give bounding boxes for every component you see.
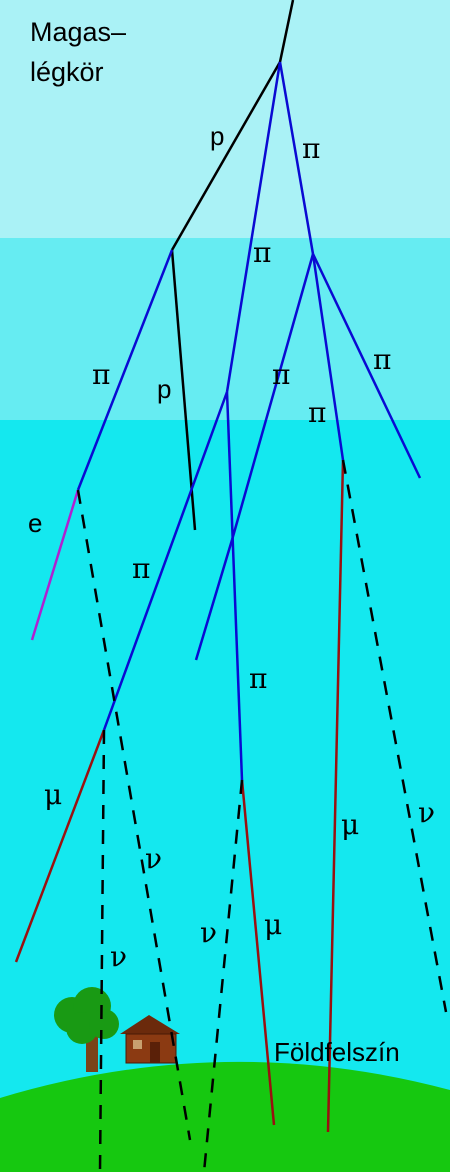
pion-track-8 <box>102 391 229 731</box>
proton-label-1: p <box>210 121 224 151</box>
pion-label-6: π <box>308 396 326 429</box>
lower-atmosphere-band <box>0 420 450 1172</box>
muon-label-1: μ <box>44 778 62 811</box>
house-icon <box>120 1015 180 1064</box>
pion-track-9 <box>225 391 244 781</box>
neutrino-label-2: ν <box>418 796 435 829</box>
pion-tracks <box>76 61 422 781</box>
upper-atmosphere-band <box>0 0 450 238</box>
neutrino-label-3: ν <box>200 916 217 949</box>
proton-track-lower <box>170 249 197 531</box>
pion-track-6 <box>230 253 315 541</box>
neutrino-label-1: ν <box>145 842 162 875</box>
proton-label-2: p <box>157 374 171 404</box>
neutrino-label-4: ν <box>110 940 127 973</box>
primary-proton-track <box>278 0 295 63</box>
pion-track-4 <box>311 253 422 479</box>
pion-track-5 <box>311 253 345 461</box>
proton-track-upper <box>170 61 282 251</box>
pion-track-3 <box>76 249 174 491</box>
neutrino-track-1 <box>76 489 192 1141</box>
title-line-1: Magas– <box>30 17 126 47</box>
muon-track-3 <box>326 459 345 1133</box>
muon-label-3: μ <box>264 908 282 941</box>
neutrino-track-3 <box>202 779 244 1172</box>
pion-label-7: π <box>132 552 150 585</box>
pion-label-2: π <box>253 236 271 269</box>
pion-label-3: π <box>92 358 110 391</box>
proton-tracks <box>170 0 295 531</box>
pion-track-2 <box>278 61 315 255</box>
ground-hill <box>0 1061 450 1172</box>
electron-label: e <box>28 508 42 538</box>
muon-tracks <box>14 459 345 1133</box>
pion-label-1: π <box>302 132 320 165</box>
title-line-2: légkör <box>30 57 104 87</box>
muon-label-2: μ <box>341 808 359 841</box>
electron-track <box>30 489 80 641</box>
pion-label-5: π <box>373 343 391 376</box>
muon-track-2 <box>240 779 276 1126</box>
pion-label-4: π <box>272 358 290 391</box>
pion-track-7 <box>194 539 234 661</box>
middle-atmosphere-band <box>0 238 450 420</box>
pion-track-1 <box>225 61 282 393</box>
neutrino-tracks <box>76 459 448 1172</box>
muon-track-1 <box>14 729 106 963</box>
ground-label: Földfelszín <box>274 1037 400 1067</box>
neutrino-track-4 <box>341 459 448 1013</box>
pion-label-8: π <box>249 662 267 695</box>
